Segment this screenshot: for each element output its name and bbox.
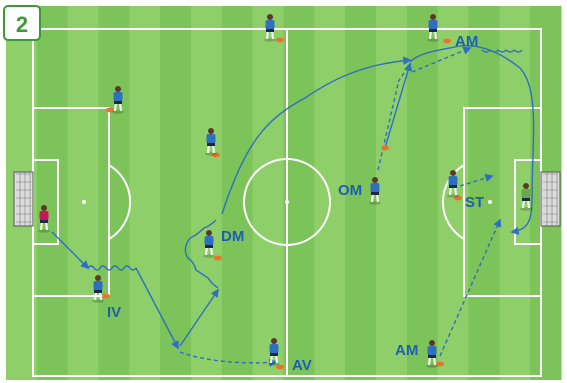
cone	[102, 294, 110, 299]
cone	[214, 256, 222, 261]
label-dm: DM	[221, 228, 244, 245]
grass-stripe	[68, 6, 99, 380]
grass-stripe	[284, 6, 315, 380]
left-goal	[14, 172, 33, 226]
grass-stripe	[99, 6, 130, 380]
label-am-bottom: AM	[395, 342, 418, 359]
label-av: AV	[292, 357, 312, 374]
label-iv: IV	[107, 304, 121, 321]
right-goal	[541, 172, 560, 226]
grass-stripe	[222, 6, 253, 380]
cone	[443, 39, 451, 44]
left-penalty-spot	[82, 200, 86, 204]
right-penalty-spot	[488, 200, 492, 204]
label-st: ST	[465, 194, 484, 211]
step-badge: 2	[4, 6, 40, 40]
grass-stripe	[253, 6, 284, 380]
cone	[381, 146, 389, 151]
grass-stripe	[469, 6, 500, 380]
grass-stripe	[407, 6, 438, 380]
centre-spot	[285, 200, 289, 204]
step-number: 2	[16, 12, 28, 37]
grass-stripe	[37, 6, 68, 380]
label-am-top: AM	[455, 33, 478, 50]
cone	[276, 38, 284, 43]
grass-stripes	[6, 6, 562, 380]
label-om: OM	[338, 182, 362, 199]
grass-stripe	[129, 6, 160, 380]
